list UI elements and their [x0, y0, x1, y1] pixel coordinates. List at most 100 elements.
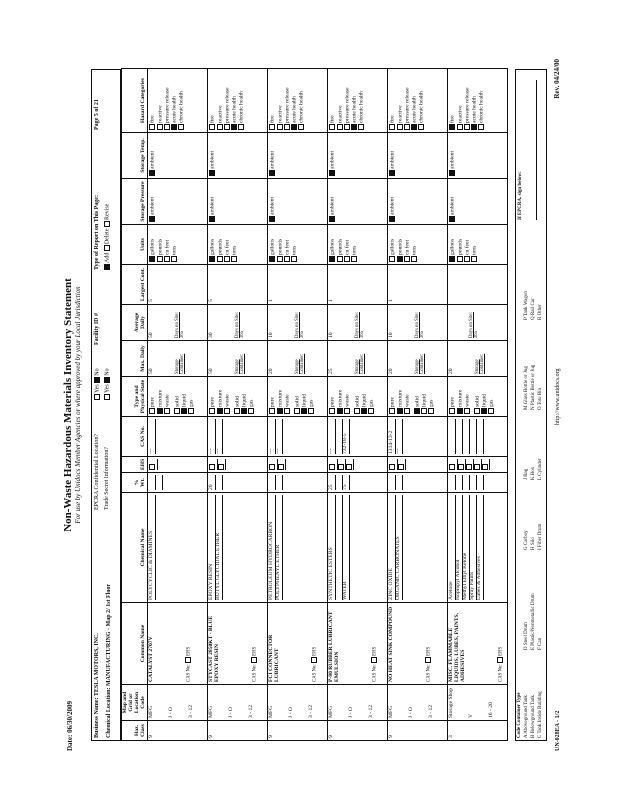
form-number: UN-028EA - 1/2: [554, 710, 561, 751]
col-max-daily: Max. Daily: [121, 340, 148, 377]
storage-temp-cell[interactable]: ambient: [327, 132, 388, 179]
cas-cell: 1314-13-2---: [387, 416, 448, 457]
ehs-checkbox[interactable]: [397, 459, 406, 470]
component-pct: [389, 475, 397, 490]
form-subtitle: For use by Unidocs Member Agencies or wh…: [73, 286, 82, 524]
legend-heading: Code Container Type: [517, 692, 522, 738]
ehs-checkbox[interactable]: [269, 459, 278, 470]
storage-temp-cell[interactable]: ambient: [447, 132, 508, 179]
storage-pressure-cell[interactable]: ambient: [327, 178, 388, 225]
legend-item: O Tote Bin: [538, 387, 543, 410]
ehs-checkbox[interactable]: [449, 459, 458, 470]
col-units: Units: [121, 224, 148, 265]
trade-secret-yes-no[interactable]: Yes No: [104, 368, 111, 400]
component-pct: [269, 475, 277, 490]
ehs-checkbox[interactable]: [277, 459, 286, 470]
ehs-checkbox[interactable]: [217, 459, 226, 470]
largest-cell: 1: [327, 264, 388, 305]
report-type-options[interactable]: Add Delete Revise: [104, 204, 111, 270]
col-storage-pressure: Storage Pressure: [121, 178, 148, 225]
ehs-checkbox[interactable]: [149, 459, 158, 470]
storage-pressure-cell[interactable]: ambient: [387, 178, 448, 225]
component-pct: [477, 475, 485, 490]
ehs-checkbox[interactable]: [329, 459, 338, 470]
storage-pressure-cell[interactable]: ambient: [207, 178, 268, 225]
haz-class: 9: [207, 720, 268, 741]
col-avg-daily: Average Daily: [121, 304, 148, 341]
legend-item: E Plastic/Nonmetallic Drum: [531, 593, 536, 650]
col-ehs: EHS: [121, 456, 148, 473]
component-pct: 20: [208, 475, 217, 490]
ehs-checkbox[interactable]: [209, 459, 218, 470]
pct-cell: [147, 472, 208, 493]
storage-temp-cell[interactable]: ambient: [387, 132, 448, 179]
epcra-yes-no[interactable]: Yes No: [94, 368, 101, 400]
signature-line[interactable]: [536, 80, 537, 220]
storage-pressure-cell[interactable]: ambient: [267, 178, 328, 225]
form-title-block: Non-Waste Hazardous Materials Inventory …: [62, 55, 82, 755]
storage-temp-cell[interactable]: ambient: [267, 132, 328, 179]
page-number: Page 5 of 21: [94, 99, 100, 130]
haz-class: 9: [327, 720, 388, 741]
cas-cell: ------: [267, 416, 328, 457]
col-pct-wt: % Wt.: [121, 472, 148, 493]
ehs-checkbox[interactable]: [345, 459, 354, 470]
col-haz-class: Haz. Class: [121, 720, 148, 741]
legend-item: P Tank Wagon: [524, 291, 529, 320]
largest-cell: 5: [147, 264, 208, 305]
storage-pressure-cell[interactable]: ambient: [147, 178, 208, 225]
storage-pressure-cell[interactable]: ambient: [447, 178, 508, 225]
chemical-names-cell: POLYCYCLIC & DIAMINES: [147, 492, 208, 603]
component-name: SYNTHETIC ESTERS: [328, 495, 337, 600]
col-largest: Largest Cont.: [121, 264, 148, 305]
component-name: POLYCYCLIC & DIAMINES: [148, 495, 157, 600]
legend-item: A Aboveground Tank: [524, 695, 529, 738]
unidocs-url[interactable]: http://www.unidocs.org: [554, 368, 561, 426]
pct-cell: [267, 472, 328, 493]
ehs-checkbox[interactable]: [457, 459, 466, 470]
storage-temp-cell[interactable]: ambient: [207, 132, 268, 179]
ehs-checkbox[interactable]: [465, 459, 474, 470]
component-cas: [449, 419, 457, 454]
haz-class: 3: [447, 720, 508, 741]
avg-daily-cell: Days on Site:365: [447, 304, 508, 341]
ehs-checkbox[interactable]: [389, 459, 398, 470]
ehs-checkbox[interactable]: [482, 459, 491, 470]
component-pct: [156, 475, 164, 490]
facility-id-label: Facility ID #: [94, 313, 100, 345]
component-name: Lubes & Adhesives: [476, 495, 485, 600]
col-cas-no: CAS No.: [121, 416, 148, 457]
ehs-cell: [387, 456, 448, 473]
ehs-cell: [267, 456, 328, 473]
ehs-checkbox[interactable]: [473, 459, 482, 470]
ehs-checkbox[interactable]: [337, 459, 346, 470]
storage-temp-cell[interactable]: ambient: [147, 132, 208, 179]
legend-item: D Steel Drum: [524, 622, 529, 650]
